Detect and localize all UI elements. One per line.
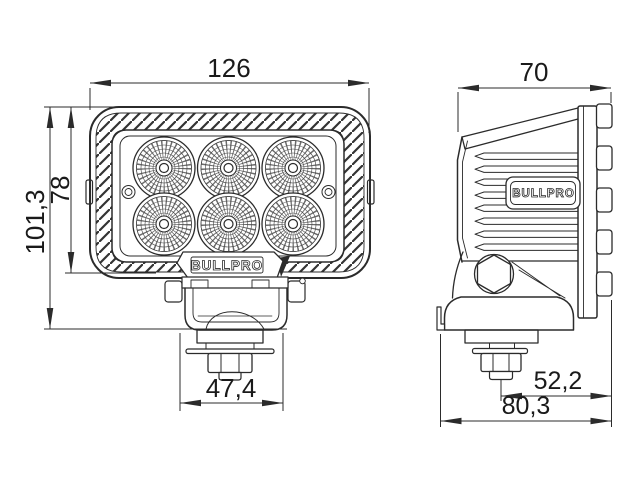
u-bracket-outer [184, 287, 288, 331]
side-brand-label: BULLPRO [512, 188, 575, 200]
led-lens [198, 137, 260, 199]
rear-tab [595, 103, 613, 129]
dim-front-width-value: 126 [207, 53, 250, 83]
side-bolt-thread [488, 370, 514, 381]
dim-side-width-value: 70 [520, 57, 549, 87]
front-view: BULLPRO [20, 53, 375, 411]
dim-front-width: 126 [89, 53, 370, 133]
front-brand-label: BULLPRO [191, 258, 263, 273]
dim-front-height-body: 78 [45, 107, 156, 274]
front-bracket [164, 276, 306, 381]
rear-tab [595, 271, 613, 297]
bracket-base [443, 296, 575, 331]
side-bracket [436, 251, 575, 381]
hex-nut-side [480, 352, 522, 373]
dim-front-height-overall-value: 101,3 [20, 189, 50, 254]
pivot-hex-bolt [476, 254, 512, 294]
led-lens [133, 137, 195, 199]
side-brand-badge: BULLPRO [505, 176, 581, 210]
dim-depth-overall-value: 80,3 [502, 392, 551, 420]
hex-nut-front [207, 352, 253, 374]
bolt-thread [218, 371, 242, 381]
dim-front-height-overall: 101,3 [20, 106, 287, 330]
rear-tab [595, 187, 613, 213]
rear-tab [595, 145, 613, 171]
dim-front-height-body-value: 78 [45, 176, 75, 205]
side-washer [471, 347, 529, 355]
side-bolt-boss [464, 329, 539, 344]
led-lens [133, 193, 195, 255]
rear-plate [577, 103, 613, 319]
bracket-top-plate [181, 276, 289, 289]
front-brand-plate: BULLPRO [176, 251, 284, 279]
bracket-arch [205, 311, 265, 330]
dim-bracket-width-value: 47,4 [206, 373, 257, 403]
side-top-band [461, 107, 579, 150]
led-lens [262, 137, 324, 199]
bezel-screws [121, 185, 336, 199]
dim-side-width: 70 [457, 57, 612, 132]
bracket-flange-left [164, 280, 183, 303]
u-bracket-inner [192, 287, 280, 323]
led-array [133, 137, 324, 255]
bolt-boss [196, 329, 264, 344]
led-lens [198, 193, 260, 255]
dim-bracket-width: 47,4 [179, 333, 284, 411]
side-view: BULLPRO 70 [436, 57, 613, 427]
flange-screw [299, 277, 306, 285]
dim-depth-overall: 80,3 [440, 334, 612, 427]
washer [185, 348, 275, 355]
bracket-flange-right [287, 280, 306, 303]
dim-bolt-to-rear-value: 52,2 [534, 367, 583, 395]
side-front-face [456, 136, 463, 263]
led-lens [262, 193, 324, 255]
dim-bolt-to-rear: 52,2 [500, 300, 612, 427]
rear-tab [595, 229, 613, 255]
bracket-clip [436, 306, 446, 331]
